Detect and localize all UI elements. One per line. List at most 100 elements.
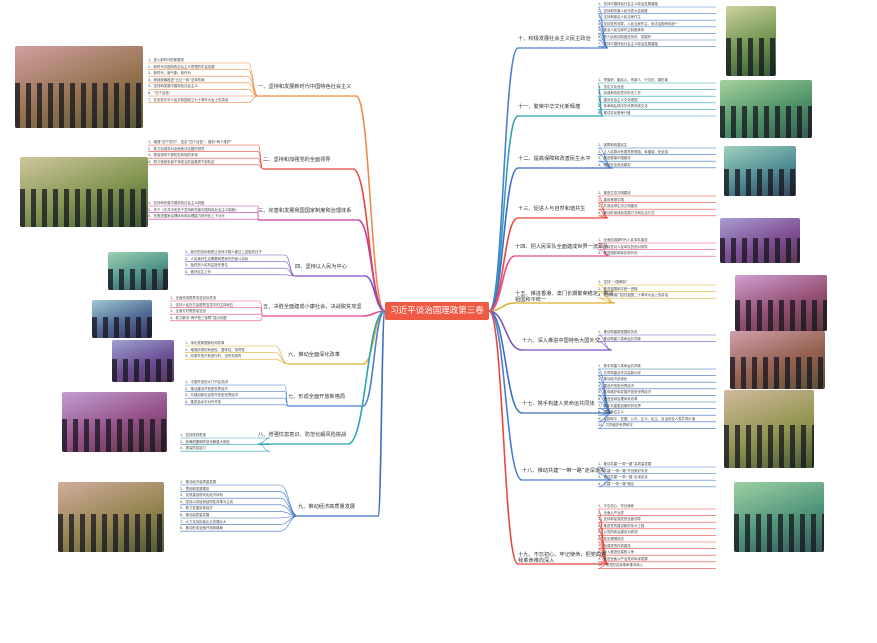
sub-topic[interactable]: 4、建设社会主义文化强国 <box>598 97 638 102</box>
sub-topic[interactable]: 4、共建“一带一路”倡议 <box>598 481 635 486</box>
branch-topic[interactable]: 二、坚持和加强党的全面领导 <box>263 157 331 163</box>
branch-topic[interactable]: 十一、繁荣中华文化新辉煌 <box>518 104 581 110</box>
sub-topic[interactable]: 1、进入新时代的新要求 <box>148 58 185 62</box>
sub-topic[interactable]: 3、全面打好脱贫攻坚战 <box>170 309 207 314</box>
sub-topic[interactable]: 4、推动形成绿色发展方式和生活方式 <box>598 210 655 215</box>
branch-topic[interactable]: 十二、提高保障和改善民生水平 <box>518 156 591 162</box>
branch-topic[interactable]: 六、推动全面深化改革 <box>288 352 340 358</box>
sub-topic[interactable]: 1、推动共建“一带一路”高质量发展 <box>598 462 652 466</box>
branch-topic[interactable]: 十六、深入推进中国特色大国外交 <box>522 338 600 344</box>
sub-topic[interactable]: 4、建设开放型世界经济 <box>598 383 635 388</box>
sub-topic[interactable]: 9、弘扬和平、发展、公平、正义、民主、自由的全人类共同价值 <box>598 416 696 421</box>
sub-topic[interactable]: 1、举旗帜、聚民心、育新人、兴文化、展形象 <box>598 78 668 82</box>
sub-topic[interactable]: 6、推动高质量发展 <box>180 513 210 517</box>
sub-topic[interactable]: 3、推进国防和军队现代化 <box>598 251 638 256</box>
sub-topic[interactable]: 8、深入推进反腐败斗争 <box>598 550 635 555</box>
sub-topic[interactable]: 1、推动构建新型国际关系 <box>598 330 638 334</box>
sub-topic[interactable]: 7、在庆祝中华人民共和国成立七十周年大会上的讲话 <box>148 97 229 102</box>
branch-topic[interactable]: 十八、推动共建“一带一路”走深走实 <box>522 468 606 474</box>
sub-topic[interactable]: 2、坚持党对人民军队的绝对领导 <box>598 244 648 249</box>
sub-topic[interactable]: 3、始终把人民利益放在首位 <box>185 263 228 268</box>
sub-topic[interactable]: 3、改革开放只有进行时、没有完成时 <box>185 354 242 359</box>
sub-topic[interactable]: 3、共建创新包容的开放型世界经济 <box>185 393 239 398</box>
sub-topic[interactable]: 2、全面从严治党 <box>598 510 624 515</box>
sub-topic[interactable]: 4、坚持以供给侧结构性改革为主线 <box>180 499 234 504</box>
sub-topic[interactable]: 3、加强和改进意识形态工作 <box>598 91 641 96</box>
sub-topic[interactable]: 1、坚持和完善中国特色社会主义制度 <box>148 201 205 205</box>
sub-topic[interactable]: 2、坚定文化自信 <box>598 84 624 89</box>
sub-topic[interactable]: 8、坚持多边主义 <box>598 410 624 415</box>
sub-topic[interactable]: 7、携手共建更加美好的世界 <box>598 403 641 408</box>
sub-topic[interactable]: 5、传承和弘扬中华优秀传统文化 <box>598 104 648 109</box>
branch-topic[interactable]: 十五、推进香港、澳门长期繁荣稳定，推进祖国和平统一 <box>515 291 614 304</box>
sub-topic[interactable]: 2、推动建设开放型世界经济 <box>185 386 228 391</box>
sub-topic[interactable]: 6、“四个自信” <box>148 91 171 95</box>
sub-topic[interactable]: 1、全面加强新时代人民军队建设 <box>598 238 648 242</box>
sub-topic[interactable]: 10、共同维护世界和平 <box>598 423 633 428</box>
sub-topic[interactable]: 5、着力发展实体经济 <box>180 506 213 511</box>
sub-topic[interactable]: 2、建设美丽中国 <box>598 197 624 202</box>
sub-topic[interactable]: 2、着力加强党对全面依法治国的领导 <box>148 146 205 151</box>
sub-topic[interactable]: 10、把党的自我革命推向深入 <box>598 563 644 568</box>
sub-topic[interactable]: 5、共同维护和发展开放型世界经济 <box>598 390 652 395</box>
sub-topic[interactable]: 1、坚持底线思维 <box>180 433 206 437</box>
sub-topic[interactable]: 6、坚定理想信念 <box>598 537 624 541</box>
sub-topic[interactable]: 4、坚持党的领导、人民当家作主、依法治国有机统一 <box>598 21 679 26</box>
sub-topic[interactable]: 2、坚持人民在打赢脱贫攻坚中的主体地位 <box>170 302 234 307</box>
sub-topic[interactable]: 3、提高领导干部防范风险的本领 <box>148 153 198 158</box>
sub-topic[interactable]: 2、坚持和完善人民代表大会制度 <box>598 8 648 13</box>
sub-topic[interactable]: 2、增强改革的系统性、整体性、协同性 <box>185 347 245 352</box>
sub-topic[interactable]: 2、关于《中共中央关于坚持和完善中国特色社会主义制度》 <box>148 207 239 212</box>
sub-topic[interactable]: 2、人民美好生活需要就是我们的奋斗目标 <box>185 256 249 261</box>
sub-topic[interactable]: 1、全面完成脱贫攻坚目标任务 <box>170 296 217 300</box>
sub-topic[interactable]: 4、维护社会安全稳定 <box>598 162 631 167</box>
sub-topic[interactable]: 1、不忘初心、牢记使命 <box>598 504 635 508</box>
sub-topic[interactable]: 3、坚持和加强党的全面领导 <box>598 517 641 522</box>
sub-topic[interactable]: 3、新时代、新气象、新作为 <box>148 71 191 76</box>
sub-topic[interactable]: 3、加快建设现代化经济体系 <box>180 493 223 498</box>
sub-topic[interactable]: 1、推动经济高质量发展 <box>180 480 217 484</box>
sub-topic[interactable]: 4、做好民生工作 <box>185 269 211 274</box>
branch-topic[interactable]: 九、推动经济高质量发展 <box>298 504 356 510</box>
sub-topic[interactable]: 6、推进全球治理体系改革 <box>598 397 638 401</box>
sub-topic[interactable]: 6、推动文化繁荣兴盛 <box>598 111 631 115</box>
sub-topic[interactable]: 5、以党的政治建设为统领 <box>598 530 638 535</box>
sub-topic[interactable]: 1、推进生态文明建设 <box>598 191 631 195</box>
sub-topic[interactable]: 4、推进党的建设新的伟大工程 <box>598 523 645 528</box>
sub-topic[interactable]: 1、坚持中国特色社会主义政治发展道路 <box>598 2 658 6</box>
sub-topic[interactable]: 3、推动共建“一带一路”走深走实 <box>598 475 648 480</box>
sub-topic[interactable]: 3、提高防控能力 <box>180 446 206 451</box>
sub-topic[interactable]: 2、推进祖国和平统一进程 <box>598 286 638 291</box>
sub-topic[interactable]: 1、深化党和国家机构改革 <box>185 341 225 345</box>
sub-topic[interactable]: 3、支持和保证人民当家作主 <box>598 15 641 20</box>
sub-topic[interactable]: 3、推进健康中国建设 <box>598 156 631 161</box>
sub-topic[interactable]: 2、推动构建人类命运共同体 <box>598 336 641 341</box>
sub-topic[interactable]: 9、推进全面从严治党向纵深发展 <box>598 556 648 561</box>
sub-topic[interactable]: 3、共谋全球生态文明建设 <box>598 204 638 209</box>
sub-topic[interactable]: 2、新时代中国特色社会主义思想的丰富发展 <box>148 64 215 69</box>
sub-topic[interactable]: 3、推动经济全球化 <box>598 377 628 382</box>
branch-topic[interactable]: 十、积极发展社会主义民主政治 <box>518 36 591 42</box>
branch-topic[interactable]: 八、增强忧患意识，防范化解风险挑战 <box>258 432 347 438</box>
sub-topic[interactable]: 4、继续统筹推进“五位一体”总体布局 <box>148 77 205 82</box>
sub-topic[interactable]: 8、推动形成全面开放新格局 <box>180 526 223 531</box>
sub-topic[interactable]: 2、贯彻新发展理念 <box>180 486 210 491</box>
sub-topic[interactable]: 1、我们的目标就是让全体中国人都过上富裕的日子 <box>185 250 262 254</box>
sub-topic[interactable]: 1、坚持“一国两制” <box>598 280 628 284</box>
sub-topic[interactable]: 5、坚持和发展中国特色社会主义 <box>148 84 198 89</box>
sub-topic[interactable]: 6、把人民政协制度坚持好、发展好 <box>598 35 652 39</box>
branch-topic[interactable]: 十七、携手构建人类命运共同体 <box>522 401 595 407</box>
branch-topic[interactable]: 十四、把人民军队全面建成世界一流军队 <box>515 244 609 250</box>
sub-topic[interactable]: 2、准确把握和防范化解重大风险 <box>180 439 230 444</box>
sub-topic[interactable]: 4、努力造就忠诚干净担当的高素质干部队伍 <box>148 159 215 164</box>
sub-topic[interactable]: 1、携手构建人类命运共同体 <box>598 364 641 368</box>
branch-topic[interactable]: 十三、促进人与自然和谐共生 <box>518 206 586 212</box>
sub-topic[interactable]: 7、坚持中国特色社会主义政治发展道路 <box>598 41 658 46</box>
sub-topic[interactable]: 1、中国开放的大门不会关闭 <box>185 380 228 384</box>
center-topic[interactable]: 习近平谈治国理政第三卷 <box>385 302 489 320</box>
sub-topic[interactable]: 4、着力解决“两不愁三保障”突出问题 <box>170 315 227 320</box>
branch-topic[interactable]: 四、坚持以人民为中心 <box>295 264 347 270</box>
sub-topic[interactable]: 2、共同构建合作共赢新伙伴 <box>598 370 641 375</box>
sub-topic[interactable]: 2、让人民群众有更多获得感、幸福感、安全感 <box>598 149 668 154</box>
sub-topic[interactable]: 5、健全人民当家作主制度体系 <box>598 28 645 33</box>
